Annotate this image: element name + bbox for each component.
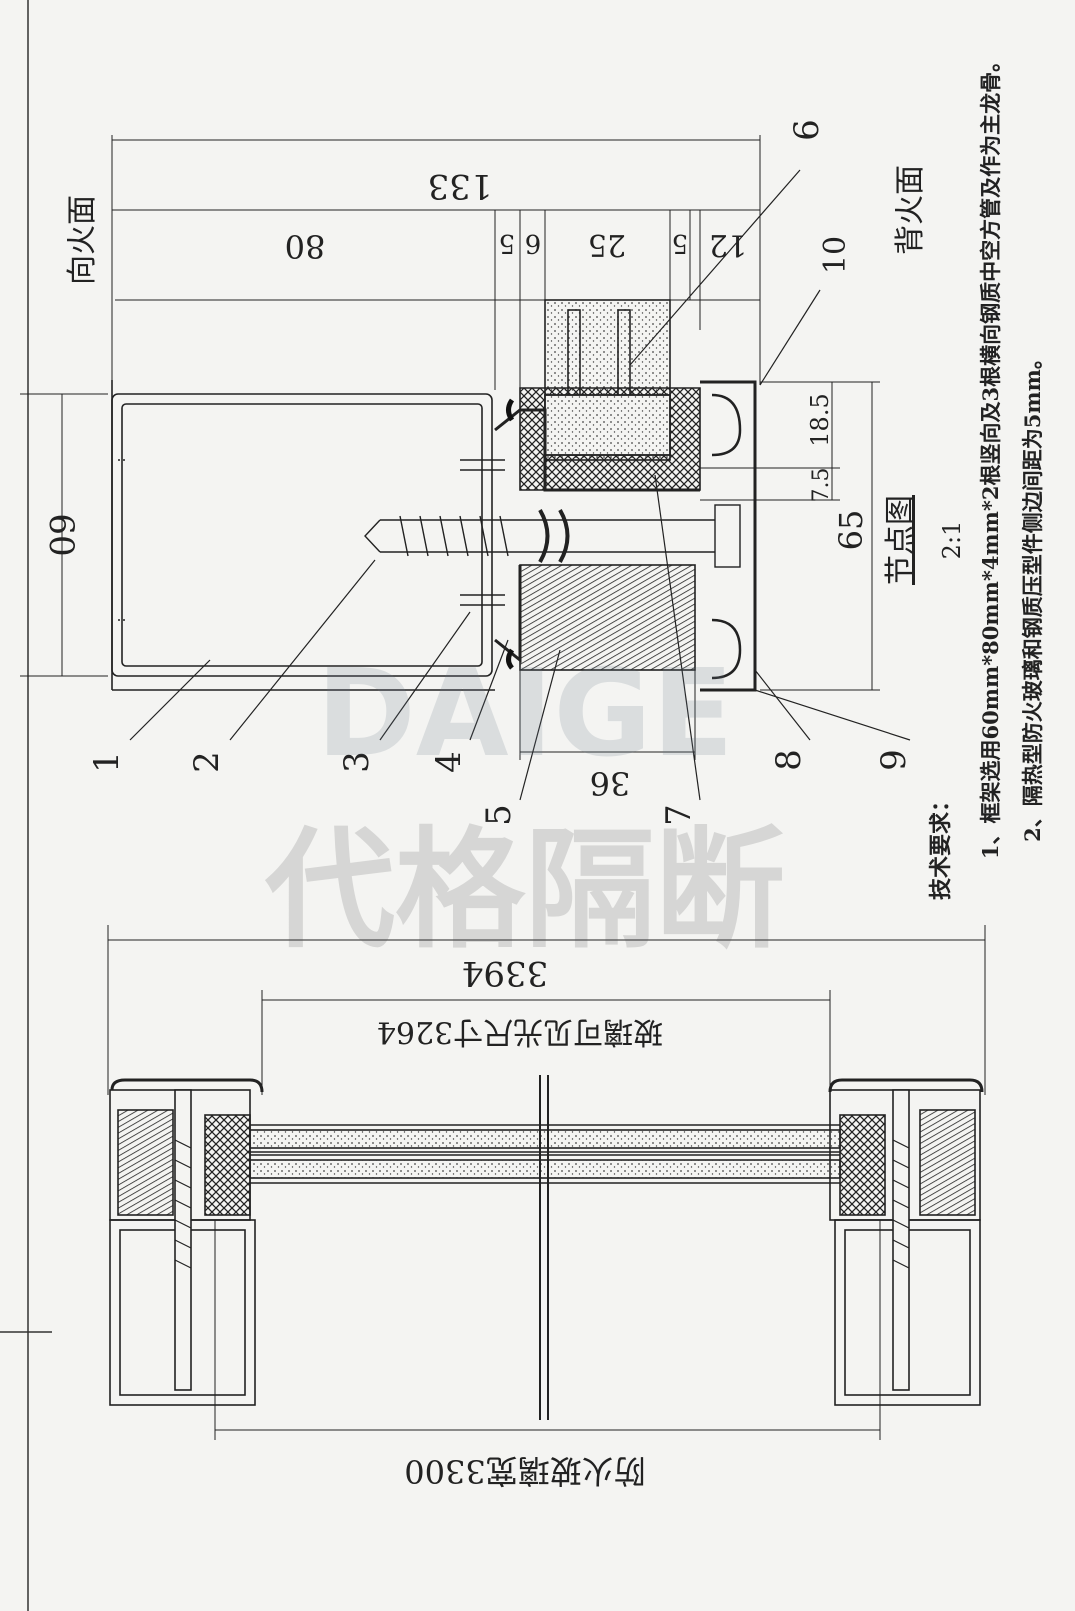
callout-6: 6 [787,119,827,141]
dim-65: 65 [832,510,870,551]
note-2: 2、隔热型防火玻璃和钢质压型件侧边间距为5mm。 [1020,348,1045,842]
section-labels: 3394 玻璃可见光尺寸3264 防火玻璃宽3300 [377,953,663,1490]
dim-80: 80 [285,227,326,265]
watermark: DAIGE 代格隔断 [264,645,785,966]
small-screw [460,459,505,606]
dim-36: 36 [590,764,631,802]
note-1: 1、框架选用60mm*80mm*4mm*2根竖向及3根横向钢质中空方管及作为主龙… [978,51,1003,859]
dim-18-5: 18.5 [806,393,834,446]
sheet-border [0,0,52,1611]
node-detail [20,135,911,801]
dim-3394: 3394 [462,953,549,993]
detail-scale: 2:1 [938,521,966,560]
callout-2: 2 [187,751,227,773]
detail-labels: 60 133 80 5 6 25 5 12 向火面 背火面 18.5 7.5 6… [41,119,966,826]
dim-7-5: 7.5 [809,468,834,503]
callout-8: 8 [769,749,809,771]
dim-glass-3300: 防火玻璃宽3300 [404,1452,645,1490]
technical-notes: 技术要求： 1、框架选用60mm*80mm*4mm*2根竖向及3根横向钢质中空方… [928,51,1045,900]
dim-60: 60 [41,513,81,556]
callout-10: 10 [818,236,853,274]
section-view [107,925,986,1440]
callout-7: 7 [659,804,699,826]
dim-6: 6 [525,228,542,258]
dim-133: 133 [428,166,493,206]
dim-5: 5 [499,228,516,258]
watermark-latin: DAIGE [316,645,734,784]
dim-5b: 5 [672,228,689,258]
insulation-strip [519,564,696,671]
label-fire-side: 向火面 [65,195,100,285]
pressure-profile [700,380,757,692]
callout-3: 3 [337,751,377,773]
watermark-chinese: 代格隔断 [264,814,785,966]
callout-4: 4 [429,751,469,773]
tapping-screw [364,504,741,568]
dim-12: 12 [709,227,747,262]
callout-9: 9 [874,749,914,771]
detail-title: 节点图 [883,495,918,585]
dim-25: 25 [588,227,626,262]
leader-lines [129,169,911,801]
label-back-side: 背火面 [893,165,928,255]
callout-5: 5 [479,804,519,826]
steel-tube [111,393,493,677]
callout-1: 1 [87,751,127,773]
notes-heading: 技术要求： [928,790,954,900]
dim-visible-3264: 玻璃可见光尺寸3264 [377,1014,663,1049]
